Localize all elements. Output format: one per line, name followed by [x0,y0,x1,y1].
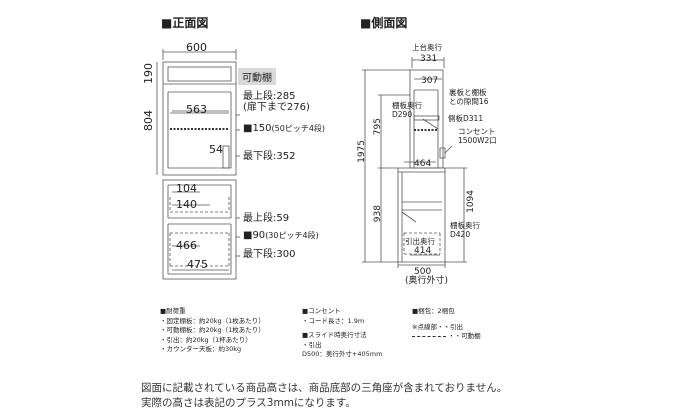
outlet-title: ■コンセント [302,307,341,315]
drawer-width-2-label: 140 [176,198,197,211]
load-item: ・固定棚板：約20kg（1枚あたり） [160,316,265,325]
shelf-depth-2: D290 [392,110,413,119]
footer-note: 図面に記載されている商品高さは、商品底部の三角座が含まれておりません。 実際の高… [141,381,507,411]
top-depth-value: 331 [420,54,438,64]
movable-shelf-chip: 可動棚 [238,68,276,85]
front-width-label: 600 [186,41,207,54]
lower-pitch-value: ■90 [243,230,266,241]
load-title: ■耐荷重 [160,307,186,315]
load-notes: ■耐荷重 ・固定棚板：約20kg（1枚あたり） ・可動棚板：約20kg（1枚あた… [160,307,265,355]
load-item: ・引出：約20kg（1杯あたり） [160,335,252,344]
footer-line-1: 図面に記載されている商品高さは、商品底部の三角座が含まれておりません。 [141,382,508,394]
slide-item: ・引出 [302,340,322,349]
top-depth-title: 上台奥行 [412,43,442,52]
outlet-notes: ■コンセント ・コード長さ：1.9m ■スライド時奥行寸法 ・引出 D500：奥… [302,307,382,360]
lower-shelf-depth-2: D420 [450,230,471,239]
pack-notes: ■梱包：2梱包 ※点線部・・引出 ・・可動棚 [412,307,481,342]
upper-top-shelf-label: 最上段:285 [243,91,296,102]
outlet-item: ・コード長さ：1.9m [302,316,365,325]
legend-shelf: ・・可動棚 [412,332,481,342]
lower-pitch-label: ■90(30ピッチ4段) [243,231,319,241]
shelf-depth-1: 棚板奥行 [392,101,422,110]
pack-title: ■梱包：2梱包 [412,307,455,315]
lower-shelf-depth-1: 棚板奥行 [450,221,480,230]
upper-pitch-label: ■150(50ピッチ4段) [243,124,325,134]
back-panel-gap-1: 裏板と棚板 [449,88,487,97]
counter-depth-label: 464 [414,159,432,169]
drawer-width-1-label: 104 [176,182,197,195]
base-depth-note: (奥行外寸) [405,276,449,286]
outlet-label-1: コンセント [458,127,496,136]
upper-bottom-shelf-label: 最下段:352 [243,151,296,162]
slide-item: D500：奥行外寸+405mm [302,350,383,359]
load-item: ・可動棚板：約20kg（1枚あたり） [160,326,265,335]
load-item: ・カウンター天板：約30kg [160,345,242,354]
footer-line-2: 実際の高さは表記のプラス3mmになります。 [141,397,356,409]
upper-height-label: 795 [373,118,383,136]
outlet-label-2: 1500W2口 [458,136,497,145]
side-view-heading: ■側面図 [360,16,408,30]
front-upper-box-height-label: 190 [142,63,155,84]
slide-title: ■スライド時奥行寸法 [302,331,367,340]
lower-pitch-note: (30ピッチ4段) [265,231,319,240]
upper-pitch-note: (50ピッチ4段) [271,124,326,133]
lower-base-width-label: 475 [187,258,208,271]
lower-inner-width-label: 466 [176,239,197,252]
drawer-depth-2: 414 [414,246,432,256]
legend-shelf-label: ・・可動棚 [448,332,481,341]
lower-bottom-shelf-label: 最下段:300 [243,249,296,260]
lower-top-shelf-label: 最上段:59 [243,213,290,224]
front-upper-height-label: 804 [142,110,155,131]
side-height-label: 1094 [466,190,476,213]
base-depth-label: 500 [414,267,432,277]
drawer-depth-1: 引出奥行 [405,237,435,246]
dashed-line-icon [412,335,446,337]
total-height-label: 1975 [357,140,367,163]
legend-drawer: ※点線部・・引出 [412,322,463,331]
front-offset-label: 54 [209,143,223,156]
back-panel-gap-2: との隙間16 [449,97,489,106]
lower-height-label: 938 [373,205,383,223]
front-view-heading: ■正面図 [161,16,209,30]
front-inner-width-label: 563 [186,103,207,116]
inner-depth-value: 307 [421,76,439,86]
upper-pitch-value: ■150 [243,123,272,134]
upper-top-shelf-sub-label: (扉下まで276) [243,102,310,113]
side-panel-label: 側板D311 [448,114,484,123]
